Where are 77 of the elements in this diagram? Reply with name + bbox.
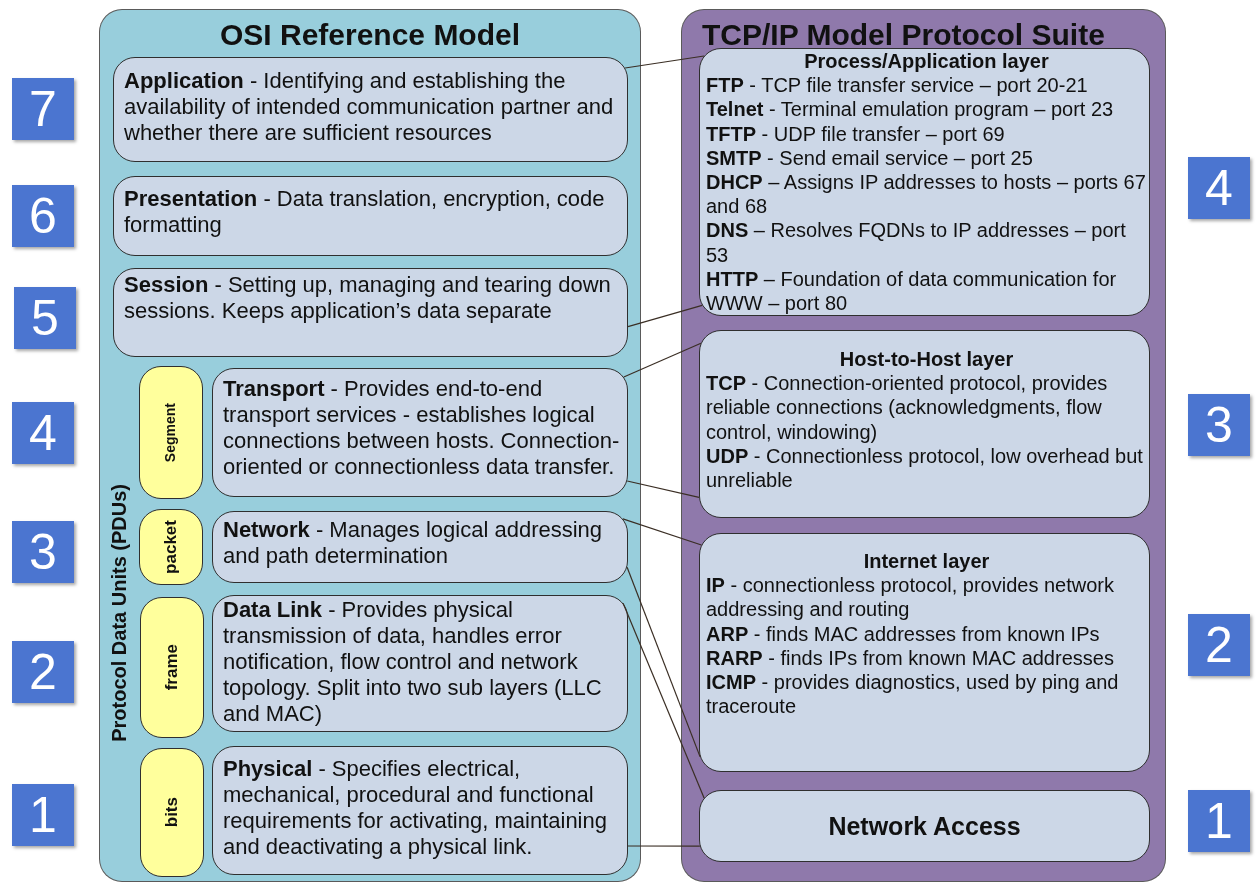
layer-box bbox=[113, 268, 628, 357]
layer-description: Presentation - Data translation, encryption, code formatting bbox=[124, 186, 606, 238]
connector-line bbox=[626, 566, 701, 758]
layer-number-tile bbox=[12, 402, 74, 464]
layer-description: Network - Manages logical addressing and path determination bbox=[223, 517, 604, 569]
layer-number-tile bbox=[1188, 614, 1250, 676]
protocol-entry: IP - connectionless protocol, provides network addressing and routing bbox=[706, 573, 1115, 622]
layer-box bbox=[212, 746, 628, 875]
layer-number: 4 bbox=[29, 408, 57, 458]
layer-number: 3 bbox=[29, 527, 57, 577]
connector-line bbox=[622, 602, 705, 799]
layer-number-tile bbox=[14, 287, 76, 349]
protocol-layer-box bbox=[699, 48, 1150, 316]
layer-number-tile bbox=[12, 78, 74, 140]
layer-description: Transport - Provides end-to-end transport services - establishes logical connections between hosts. Connection-oriented or connectionless data transfer. bbox=[223, 376, 621, 480]
connector-line bbox=[626, 480, 700, 498]
protocol-entry: DNS – Resolves FQDNs to IP addresses – port 53 bbox=[706, 218, 1127, 267]
panel-title: TCP/IP Model Protocol Suite bbox=[702, 18, 1106, 52]
connector-line bbox=[627, 304, 703, 328]
layer-heading: Internet layer bbox=[862, 549, 991, 574]
protocol-entry: ARP - finds MAC addresses from known IPs bbox=[706, 621, 1101, 646]
pdu-pill bbox=[140, 748, 204, 877]
layer-heading: Host-to-Host layer bbox=[838, 347, 1015, 372]
pdu-pill bbox=[139, 366, 203, 499]
layer-number: 1 bbox=[29, 790, 57, 840]
pdu-name: frame bbox=[162, 644, 182, 691]
protocol-entry: SMTP - Send email service – port 25 bbox=[706, 145, 1034, 170]
layer-number: 6 bbox=[29, 191, 57, 241]
layer-number: 3 bbox=[1205, 400, 1233, 450]
protocol-layer-box bbox=[699, 330, 1150, 518]
protocol-entry: TFTP - UDP file transfer – port 69 bbox=[706, 121, 1006, 146]
connector-line bbox=[623, 342, 702, 378]
pdu-name: packet bbox=[161, 520, 181, 574]
protocol-entry: ICMP - provides diagnostics, used by ping and traceroute bbox=[706, 670, 1120, 719]
layer-box bbox=[113, 57, 628, 162]
layer-number: 7 bbox=[29, 84, 57, 134]
protocol-entry: HTTP – Foundation of data communication for WWW – port 80 bbox=[706, 266, 1118, 316]
layer-heading: Network Access bbox=[828, 811, 1021, 841]
pdu-pill bbox=[140, 597, 204, 738]
panel-title: OSI Reference Model bbox=[218, 18, 522, 52]
layer-description: Application - Identifying and establishing the availability of intended communication partner and whether there are sufficient resources bbox=[124, 68, 615, 146]
layer-number: 2 bbox=[29, 647, 57, 697]
layer-heading: Process/Application layer bbox=[803, 49, 1050, 74]
layer-number-tile bbox=[12, 185, 74, 247]
layer-number-tile bbox=[1188, 790, 1250, 852]
model-panel bbox=[100, 10, 640, 881]
protocol-entry: Telnet - Terminal emulation program – port 23 bbox=[706, 97, 1115, 122]
layer-number: 2 bbox=[1205, 620, 1233, 670]
connector-line bbox=[624, 55, 705, 69]
pdu-name: Segment bbox=[163, 402, 179, 463]
layer-description: Session - Setting up, managing and tearing down sessions. Keeps application’s data separate bbox=[124, 272, 612, 324]
layer-box bbox=[212, 368, 628, 497]
model-panel bbox=[682, 10, 1165, 881]
pdu-pill bbox=[139, 509, 203, 585]
protocol-layer-box bbox=[699, 790, 1150, 862]
protocol-entry: RARP - finds IPs from known MAC addresses bbox=[706, 645, 1115, 670]
layer-number-tile bbox=[1188, 394, 1250, 456]
pdu-name: bits bbox=[162, 797, 182, 828]
pdu-axis-label: Protocol Data Units (PDUs) bbox=[108, 483, 130, 742]
layer-description: Data Link - Provides physical transmission of data, handles error notification, flow control and network topology. Split into two sub layers (LLC and MAC) bbox=[223, 597, 603, 727]
layer-number-tile bbox=[12, 641, 74, 703]
layer-number-tile bbox=[12, 521, 74, 583]
layer-number-tile bbox=[1188, 157, 1250, 219]
protocol-layer-box bbox=[699, 533, 1150, 772]
connector-line bbox=[627, 845, 701, 847]
layer-description: Physical - Specifies electrical, mechanical, procedural and functional requirements for activating, maintaining and deactivating a physical link. bbox=[223, 756, 608, 860]
protocol-entry: UDP - Connectionless protocol, low overhead but unreliable bbox=[706, 443, 1144, 493]
protocol-entry: TCP - Connection-oriented protocol, provides reliable connections (acknowledgments, flow control, windowing) bbox=[706, 371, 1109, 444]
layer-box bbox=[113, 176, 628, 256]
protocol-entry: DHCP – Assigns IP addresses to hosts – ports 67 and 68 bbox=[706, 170, 1147, 219]
layer-number-tile bbox=[12, 784, 74, 846]
connector-line bbox=[622, 518, 702, 546]
layer-number: 5 bbox=[31, 293, 59, 343]
layer-number: 1 bbox=[1205, 796, 1233, 846]
layer-box bbox=[212, 511, 628, 583]
layer-number: 4 bbox=[1205, 163, 1233, 213]
protocol-entry: FTP - TCP file transfer service – port 20-21 bbox=[706, 73, 1089, 98]
